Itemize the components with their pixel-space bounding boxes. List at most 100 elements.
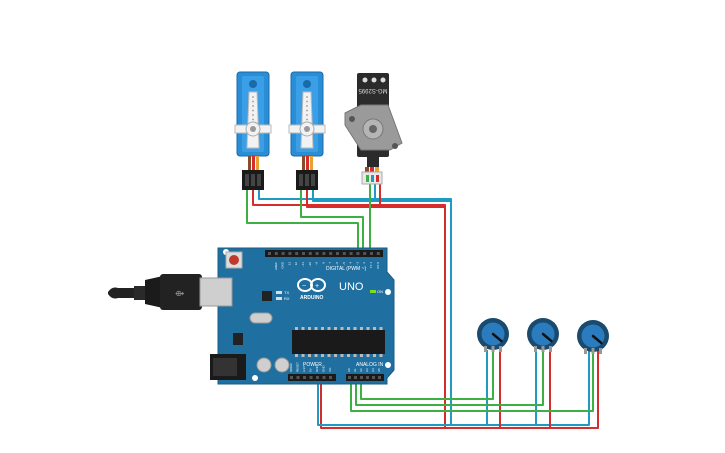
analog-header[interactable]	[346, 374, 384, 381]
header-pin[interactable]	[376, 252, 380, 255]
header-pin[interactable]	[342, 252, 346, 255]
potentiometer-3[interactable]	[577, 320, 609, 354]
wire-pot2-signal[interactable]	[355, 350, 544, 406]
wire-brown	[302, 156, 305, 170]
chip-leg	[379, 327, 383, 330]
header-pin[interactable]	[360, 376, 363, 379]
servo-model-text: MG-S2995	[358, 87, 388, 93]
header-pin[interactable]	[322, 376, 326, 379]
micro-servo-2[interactable]	[288, 71, 326, 190]
header-pin[interactable]	[296, 376, 300, 379]
chip-leg	[314, 327, 318, 330]
pot-indicator	[541, 332, 553, 343]
potentiometer-2[interactable]	[527, 318, 559, 352]
servo-hub-center	[250, 126, 256, 132]
header-pin[interactable]	[295, 252, 299, 255]
header-pin[interactable]	[363, 252, 367, 255]
servo-screw	[303, 80, 311, 88]
pin-label: GND	[281, 261, 285, 269]
chip-leg	[366, 354, 370, 357]
header-pin[interactable]	[290, 376, 293, 379]
chip-leg	[379, 354, 383, 357]
header-pin[interactable]	[370, 252, 373, 255]
wire-pot1-signal[interactable]	[360, 350, 494, 400]
header-pin[interactable]	[372, 376, 375, 379]
atmega-chip	[292, 327, 385, 357]
pin-label: 7	[328, 262, 332, 264]
pot-leg	[591, 348, 595, 354]
wire-servo2-ground[interactable]	[312, 188, 451, 202]
header-pin[interactable]	[316, 376, 319, 379]
pin-label: 5V	[309, 368, 313, 372]
reset-button[interactable]	[225, 251, 243, 269]
pot-leg	[499, 346, 502, 352]
header-pin[interactable]	[288, 252, 292, 255]
rx-label: RX	[284, 296, 290, 301]
header-pin[interactable]	[329, 252, 333, 255]
chip-leg	[347, 327, 350, 330]
header-pin[interactable]	[303, 376, 306, 379]
wire-servo1-ground[interactable]	[258, 188, 452, 425]
header-pin[interactable]	[274, 252, 278, 255]
wire-servo2-power[interactable]	[306, 188, 445, 208]
power-jack	[210, 354, 246, 380]
horn-hole	[306, 96, 308, 98]
connector-slot	[257, 174, 261, 186]
power-label: POWER	[303, 362, 322, 368]
usb-port	[199, 277, 233, 307]
pot-leg	[491, 346, 495, 352]
wire-orange	[310, 156, 313, 170]
chip-leg	[334, 354, 337, 357]
header-pin[interactable]	[348, 376, 351, 379]
pin-label: AREF	[274, 262, 278, 270]
header-pin[interactable]	[322, 252, 326, 255]
analog-label: ANALOG IN	[356, 362, 384, 368]
potentiometer-1[interactable]	[477, 318, 509, 352]
wire-pot1-ground[interactable]	[451, 350, 590, 426]
arduino-logo: − +	[297, 278, 326, 292]
header-pin[interactable]	[308, 252, 312, 255]
wire-servo1-signal[interactable]	[246, 188, 359, 252]
standard-servo[interactable]: MG-S2995	[344, 73, 403, 185]
pin-label: 4	[349, 262, 353, 264]
header-pin[interactable]	[378, 376, 381, 379]
svg-text:+: +	[315, 283, 319, 290]
pin-label: A4	[371, 368, 375, 372]
header-pin[interactable]	[268, 252, 271, 255]
header-pin[interactable]	[366, 376, 369, 379]
pin-label: ~10	[308, 262, 312, 267]
header-pin[interactable]	[356, 252, 360, 255]
header-pin[interactable]	[349, 252, 353, 255]
header-pin[interactable]	[336, 252, 339, 255]
header-pin[interactable]	[329, 376, 332, 379]
pin-label: ~11	[301, 262, 305, 267]
header-pin[interactable]	[281, 252, 285, 255]
on-label: ON	[377, 289, 383, 294]
pot-leg	[541, 346, 545, 352]
wire-pot3-signal[interactable]	[350, 350, 594, 412]
chip-leg	[353, 327, 357, 330]
wire-servo2-signal[interactable]	[300, 188, 364, 252]
arduino-logo-text: ARDUINO	[300, 295, 323, 301]
digital-label: DIGITAL (PWM ~)	[326, 266, 366, 272]
horn-hole	[252, 100, 254, 103]
micro-servo-1[interactable]	[234, 71, 272, 190]
wire-gnd-bus[interactable]	[317, 378, 451, 426]
header-pin[interactable]	[354, 376, 357, 379]
header-pin[interactable]	[309, 376, 313, 379]
pot-leg	[584, 348, 587, 354]
header-pin[interactable]	[315, 252, 319, 255]
wires	[246, 182, 599, 429]
pot-indicator	[491, 332, 503, 343]
pin-label: ~3	[355, 262, 359, 266]
horn-hole	[306, 114, 308, 116]
wire-red	[252, 156, 255, 170]
wire-5v-bus[interactable]	[320, 350, 599, 429]
wire-servo1-power[interactable]	[252, 188, 446, 428]
header-pin[interactable]	[302, 252, 305, 255]
chip-leg	[301, 327, 305, 330]
chip-leg	[353, 354, 357, 357]
